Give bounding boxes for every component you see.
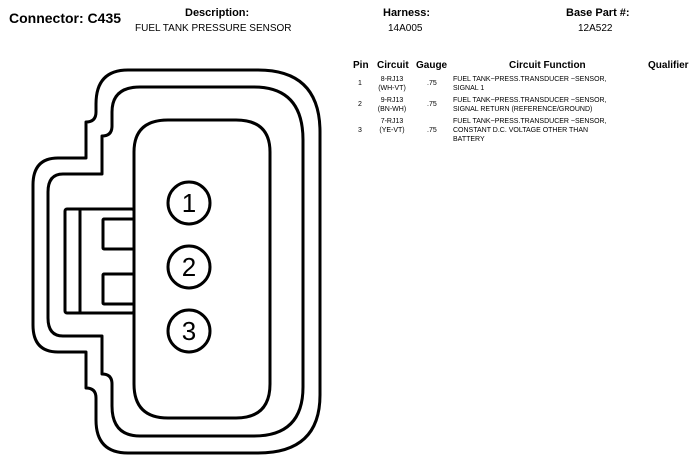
row-circuit-color: (WH-VT) [378,85,406,92]
pin-2-circle [166,244,212,290]
connector-latch-outer [63,207,136,315]
row-circuit-color: (BN-WH) [377,106,407,113]
column-header-qualifier: Qualifier [648,60,689,71]
row-circuit: 8-RJ13 (WH-VT) [372,75,412,93]
row-circuit-function: FUEL TANK~PRESS.TRANSDUCER ~SENSOR, SIGN… [453,96,607,114]
row-function-line: BATTERY [453,136,485,143]
row-circuit: 7-RJ13 (YE-VT) [372,117,412,135]
row-pin: 3 [358,127,362,134]
row-function-line: CONSTANT D.C. VOLTAGE OTHER THAN [453,127,589,134]
row-circuit-id: 7-RJ13 [380,118,404,125]
row-function-line: FUEL TANK~PRESS.TRANSDUCER ~SENSOR, [453,118,607,125]
connector-pin-cavity [132,118,272,420]
description-label: Description: [185,7,250,19]
connector-outer-shell [31,68,322,455]
row-gauge: .75 [427,101,437,108]
pin-2-label: 2 [182,252,196,282]
row-circuit-id: 8-RJ13 [380,76,404,83]
harness-value: 14A005 [388,23,423,34]
row-circuit: 9-RJ13 (BN-WH) [372,96,412,114]
pin-3-label: 3 [182,316,196,346]
row-function-line: FUEL TANK~PRESS.TRANSDUCER ~SENSOR, [453,76,607,83]
row-gauge: .75 [427,127,437,134]
row-function-line: SIGNAL 1 [453,85,485,92]
row-pin: 2 [358,101,362,108]
column-header-circuit: Circuit [377,60,409,71]
row-gauge: .75 [427,80,437,87]
pin-1-label: 1 [182,188,196,218]
column-header-circuit-function: Circuit Function [509,60,586,71]
row-circuit-function: FUEL TANK~PRESS.TRANSDUCER ~SENSOR, CONS… [453,117,607,144]
harness-label: Harness: [383,7,431,19]
column-header-gauge: Gauge [416,60,448,71]
row-circuit-function: FUEL TANK~PRESS.TRANSDUCER ~SENSOR, SIGN… [453,75,607,93]
description-value: FUEL TANK PRESSURE SENSOR [135,23,292,34]
base-part-value: 12A522 [578,23,613,34]
column-header-pin: Pin [353,60,369,71]
row-function-line: SIGNAL RETURN (REFERENCE/GROUND) [453,106,593,113]
pin-3-circle [166,308,212,354]
row-circuit-id: 9-RJ13 [380,97,404,104]
connector-title: Connector: C435 [9,10,122,26]
base-part-label: Base Part #: [566,7,630,19]
row-function-line: FUEL TANK~PRESS.TRANSDUCER ~SENSOR, [453,97,607,104]
connector-latch-inner [101,272,136,306]
row-pin: 1 [358,80,362,87]
row-circuit-color: (YE-VT) [379,127,405,134]
connector-latch-inner [101,217,136,251]
connector-inner-shell [46,85,305,438]
pin-1-circle [166,180,212,226]
